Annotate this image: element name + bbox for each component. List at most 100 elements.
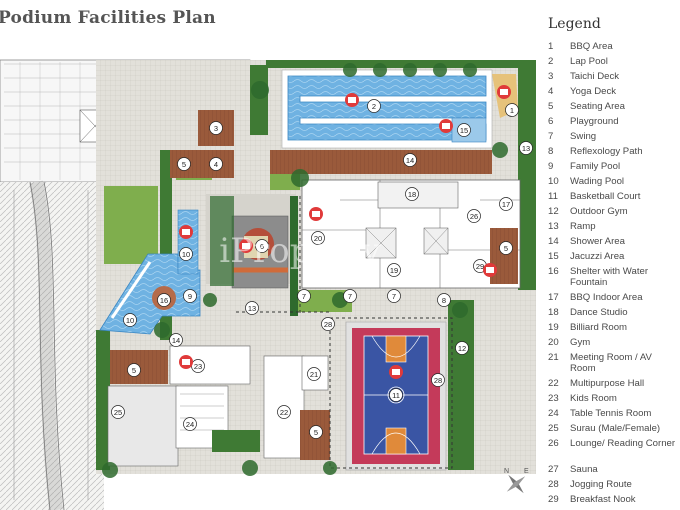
svg-text:12: 12 xyxy=(458,344,466,353)
plan-markers: 1 2 3 4 5 5 5 5 6 7 7 7 8 9 10 10 11 12 … xyxy=(111,99,533,439)
legend-item-number: 6 xyxy=(548,116,554,127)
legend-item-label: Yoga Deck xyxy=(570,86,617,97)
plan-marker: 13 xyxy=(245,301,259,315)
svg-text:24: 24 xyxy=(186,420,194,429)
svg-text:23: 23 xyxy=(194,362,202,371)
compass-icon: N E xyxy=(504,468,529,494)
legend-item-number: 28 xyxy=(548,479,559,490)
legend-item-label: Wading Pool xyxy=(570,176,625,187)
svg-text:5: 5 xyxy=(132,366,136,375)
legend-item-number: 18 xyxy=(548,307,559,318)
legend-item-label: Family Pool xyxy=(570,161,621,172)
svg-text:9: 9 xyxy=(188,292,192,301)
plan-marker: 20 xyxy=(311,231,325,245)
camera-icon xyxy=(389,365,403,379)
site-plan: 1 2 3 4 5 5 5 5 6 7 7 7 8 9 10 10 11 12 … xyxy=(0,59,536,510)
svg-text:10: 10 xyxy=(126,316,134,325)
plan-marker: 28 xyxy=(321,317,335,331)
svg-text:5: 5 xyxy=(314,428,318,437)
legend-item-label: Meeting Room / AV Room xyxy=(570,352,652,374)
camera-icon xyxy=(439,119,453,133)
plan-marker: 28 xyxy=(431,373,445,387)
svg-text:19: 19 xyxy=(390,266,398,275)
legend-item-label: Shower Area xyxy=(570,236,625,247)
plan-marker: 21 xyxy=(307,367,321,381)
camera-icon xyxy=(309,207,323,221)
plan-marker: 19 xyxy=(387,263,401,277)
plan-marker: 3 xyxy=(209,121,223,135)
legend-item-number: 10 xyxy=(548,176,559,187)
plan-marker: 4 xyxy=(209,157,223,171)
svg-text:18: 18 xyxy=(408,190,416,199)
plan-marker: 15 xyxy=(457,123,471,137)
legend-title: Legend xyxy=(548,16,601,32)
svg-text:5: 5 xyxy=(504,244,508,253)
legend-item-label: Multipurpose Hall xyxy=(570,378,645,389)
svg-text:28: 28 xyxy=(324,320,332,329)
svg-text:15: 15 xyxy=(460,126,468,135)
plan-marker: 7 xyxy=(297,289,311,303)
legend-item: 6 Playground xyxy=(548,116,680,131)
legend-item-label: Table Tennis Room xyxy=(570,408,652,419)
camera-icon xyxy=(179,355,193,369)
plan-marker: 16 xyxy=(157,293,171,307)
svg-text:7: 7 xyxy=(302,292,306,301)
ramp-driveway xyxy=(0,180,104,510)
svg-text:11: 11 xyxy=(392,391,400,400)
legend-item-label: BBQ Indoor Area xyxy=(570,292,643,303)
legend-item-label: Lounge/ Reading Corner xyxy=(570,438,676,449)
legend-item-number: 15 xyxy=(548,251,559,262)
legend-item-number: 22 xyxy=(548,378,559,389)
legend-item-label: Playground xyxy=(570,116,619,127)
legend-item-label: Jacuzzi Area xyxy=(570,251,625,262)
plan-marker: 26 xyxy=(467,209,481,223)
legend-item-number: 12 xyxy=(548,206,559,217)
shower-deck xyxy=(270,150,492,174)
svg-text:1: 1 xyxy=(510,106,514,115)
svg-text:17: 17 xyxy=(502,200,510,209)
plan-marker: 9 xyxy=(183,289,197,303)
plan-marker: 8 xyxy=(437,293,451,307)
legend-item: 10 Wading Pool xyxy=(548,176,680,191)
legend-item-number: 20 xyxy=(548,337,559,348)
plan-marker: 5 xyxy=(177,157,191,171)
svg-text:6: 6 xyxy=(260,242,264,251)
svg-text:25: 25 xyxy=(114,408,122,417)
svg-text:28: 28 xyxy=(434,376,442,385)
legend-item-label: Outdoor Gym xyxy=(570,206,628,217)
legend-item-label: Ramp xyxy=(570,221,596,232)
svg-text:22: 22 xyxy=(280,408,288,417)
plan-marker: 12 xyxy=(455,341,469,355)
svg-text:13: 13 xyxy=(248,304,256,313)
camera-icon xyxy=(497,85,511,99)
legend-item-number: 16 xyxy=(548,266,559,277)
plan-marker: 2 xyxy=(367,99,381,113)
south-west-block xyxy=(107,345,330,467)
svg-text:14: 14 xyxy=(406,156,414,165)
svg-text:13: 13 xyxy=(522,144,530,153)
svg-text:2: 2 xyxy=(372,102,376,111)
legend-item-label: Swing xyxy=(570,131,597,142)
svg-text:7: 7 xyxy=(348,292,352,301)
plan-marker: 5 xyxy=(127,363,141,377)
legend-item: 22 Multipurpose Hall xyxy=(548,378,680,393)
plan-marker: 25 xyxy=(111,405,125,419)
compass-north: N xyxy=(504,468,509,475)
family-pool xyxy=(99,209,201,335)
legend-item-number: 11 xyxy=(548,191,558,202)
